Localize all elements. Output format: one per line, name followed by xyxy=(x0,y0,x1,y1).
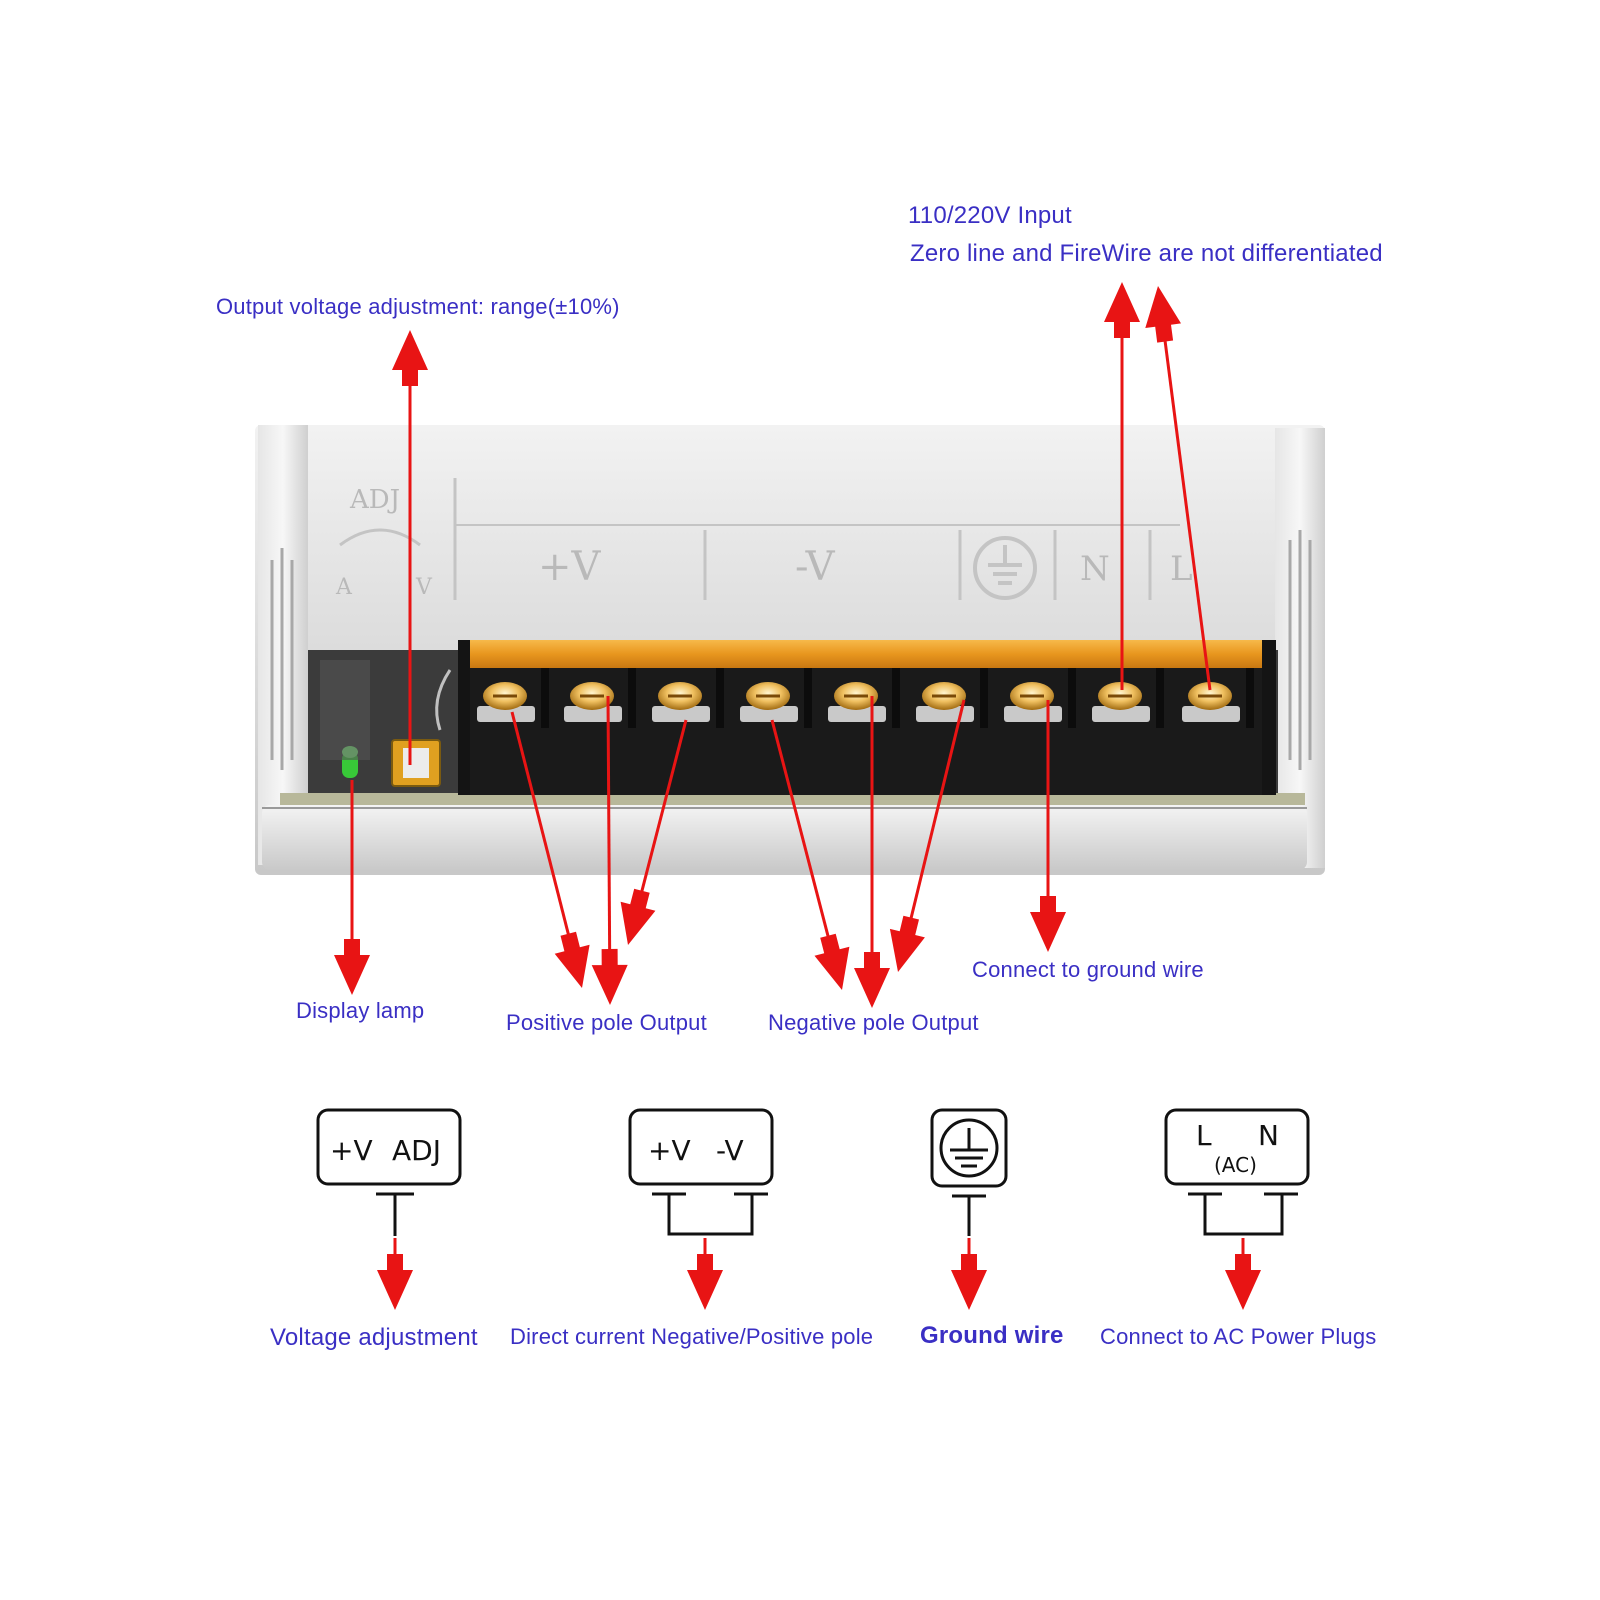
screw-terminal-icon xyxy=(916,668,988,728)
arrow-negative-3 xyxy=(889,699,966,972)
potentiometer-icon xyxy=(391,669,452,787)
symbol-adj-box: +V ADJ xyxy=(316,1108,462,1236)
ground-connect-label: Connect to ground wire xyxy=(972,957,1204,982)
ac-plug-caption: Connect to AC Power Plugs xyxy=(1100,1324,1377,1349)
panel-a-text: A xyxy=(335,575,353,600)
arrow-negative-1 xyxy=(770,719,850,990)
screw-terminal-icon xyxy=(740,668,812,728)
arrow-symbol-adj xyxy=(377,1238,413,1310)
symbol-ac-box: L N (AC) xyxy=(1164,1108,1310,1236)
panel-ground-symbol-icon xyxy=(973,536,1037,600)
symbol-ground-box xyxy=(930,1108,1008,1236)
terminal-block xyxy=(458,640,1276,795)
ground-symbol-icon xyxy=(950,1128,988,1168)
terminal-cover-orange xyxy=(460,640,1272,668)
arrow-positive-2 xyxy=(591,695,628,1005)
arrow-symbol-ground xyxy=(951,1238,987,1310)
screw-terminal-icon xyxy=(652,668,724,728)
adj-box-left-text: +V xyxy=(330,1134,373,1167)
arrow-positive-1 xyxy=(510,711,590,988)
arrow-positive-3 xyxy=(620,719,688,945)
ac-box-left-text: L xyxy=(1196,1119,1212,1152)
panel-adj-text: ADJ xyxy=(349,485,400,515)
panel-l-text: L xyxy=(1170,549,1193,589)
adj-box-right-text: ADJ xyxy=(392,1134,441,1167)
voltage-adjustment-caption: Voltage adjustment xyxy=(270,1324,478,1351)
ground-wire-caption: Ground wire xyxy=(920,1322,1064,1349)
dc-pole-caption: Direct current Negative/Positive pole xyxy=(510,1324,874,1349)
arrow-input-n xyxy=(1104,282,1140,690)
panel-v-small-text: V xyxy=(415,575,433,600)
display-lamp-label: Display lamp xyxy=(296,998,425,1023)
symbol-dc-box: +V -V xyxy=(628,1108,774,1236)
arrow-display-lamp xyxy=(334,780,370,995)
arrow-symbol-ac xyxy=(1225,1238,1261,1310)
arrow-symbol-dc xyxy=(687,1238,723,1310)
ac-box-sub-text: (AC) xyxy=(1214,1153,1257,1177)
voltage-adjustment-label: Output voltage adjustment: range(±10%) xyxy=(216,294,620,319)
panel-plus-v-text: +V xyxy=(538,544,602,590)
annotation-arrows xyxy=(334,282,1261,1310)
bottom-lip xyxy=(262,805,1307,870)
screw-terminal-icon xyxy=(477,668,549,728)
ac-box-right-text: N xyxy=(1258,1119,1279,1152)
input-label-line1: 110/220V Input xyxy=(908,202,1072,229)
front-panel-markings: ADJ A V +V -V N L xyxy=(335,478,1193,600)
dc-box-left-text: +V xyxy=(648,1134,691,1167)
negative-output-label: Negative pole Output xyxy=(768,1010,979,1035)
screw-terminal-icon xyxy=(1092,668,1164,728)
panel-n-text: N xyxy=(1080,549,1110,589)
arrow-negative-2 xyxy=(854,696,890,1008)
arrow-input-l xyxy=(1145,286,1212,691)
dc-box-right-text: -V xyxy=(716,1134,744,1167)
arrow-voltage-adjustment xyxy=(392,330,428,765)
input-label-line2: Zero line and FireWire are not different… xyxy=(910,240,1383,267)
panel-minus-v-text: -V xyxy=(795,544,836,590)
positive-output-label: Positive pole Output xyxy=(506,1010,707,1035)
screw-terminal-icon xyxy=(1182,668,1254,728)
arrow-ground xyxy=(1030,700,1066,952)
